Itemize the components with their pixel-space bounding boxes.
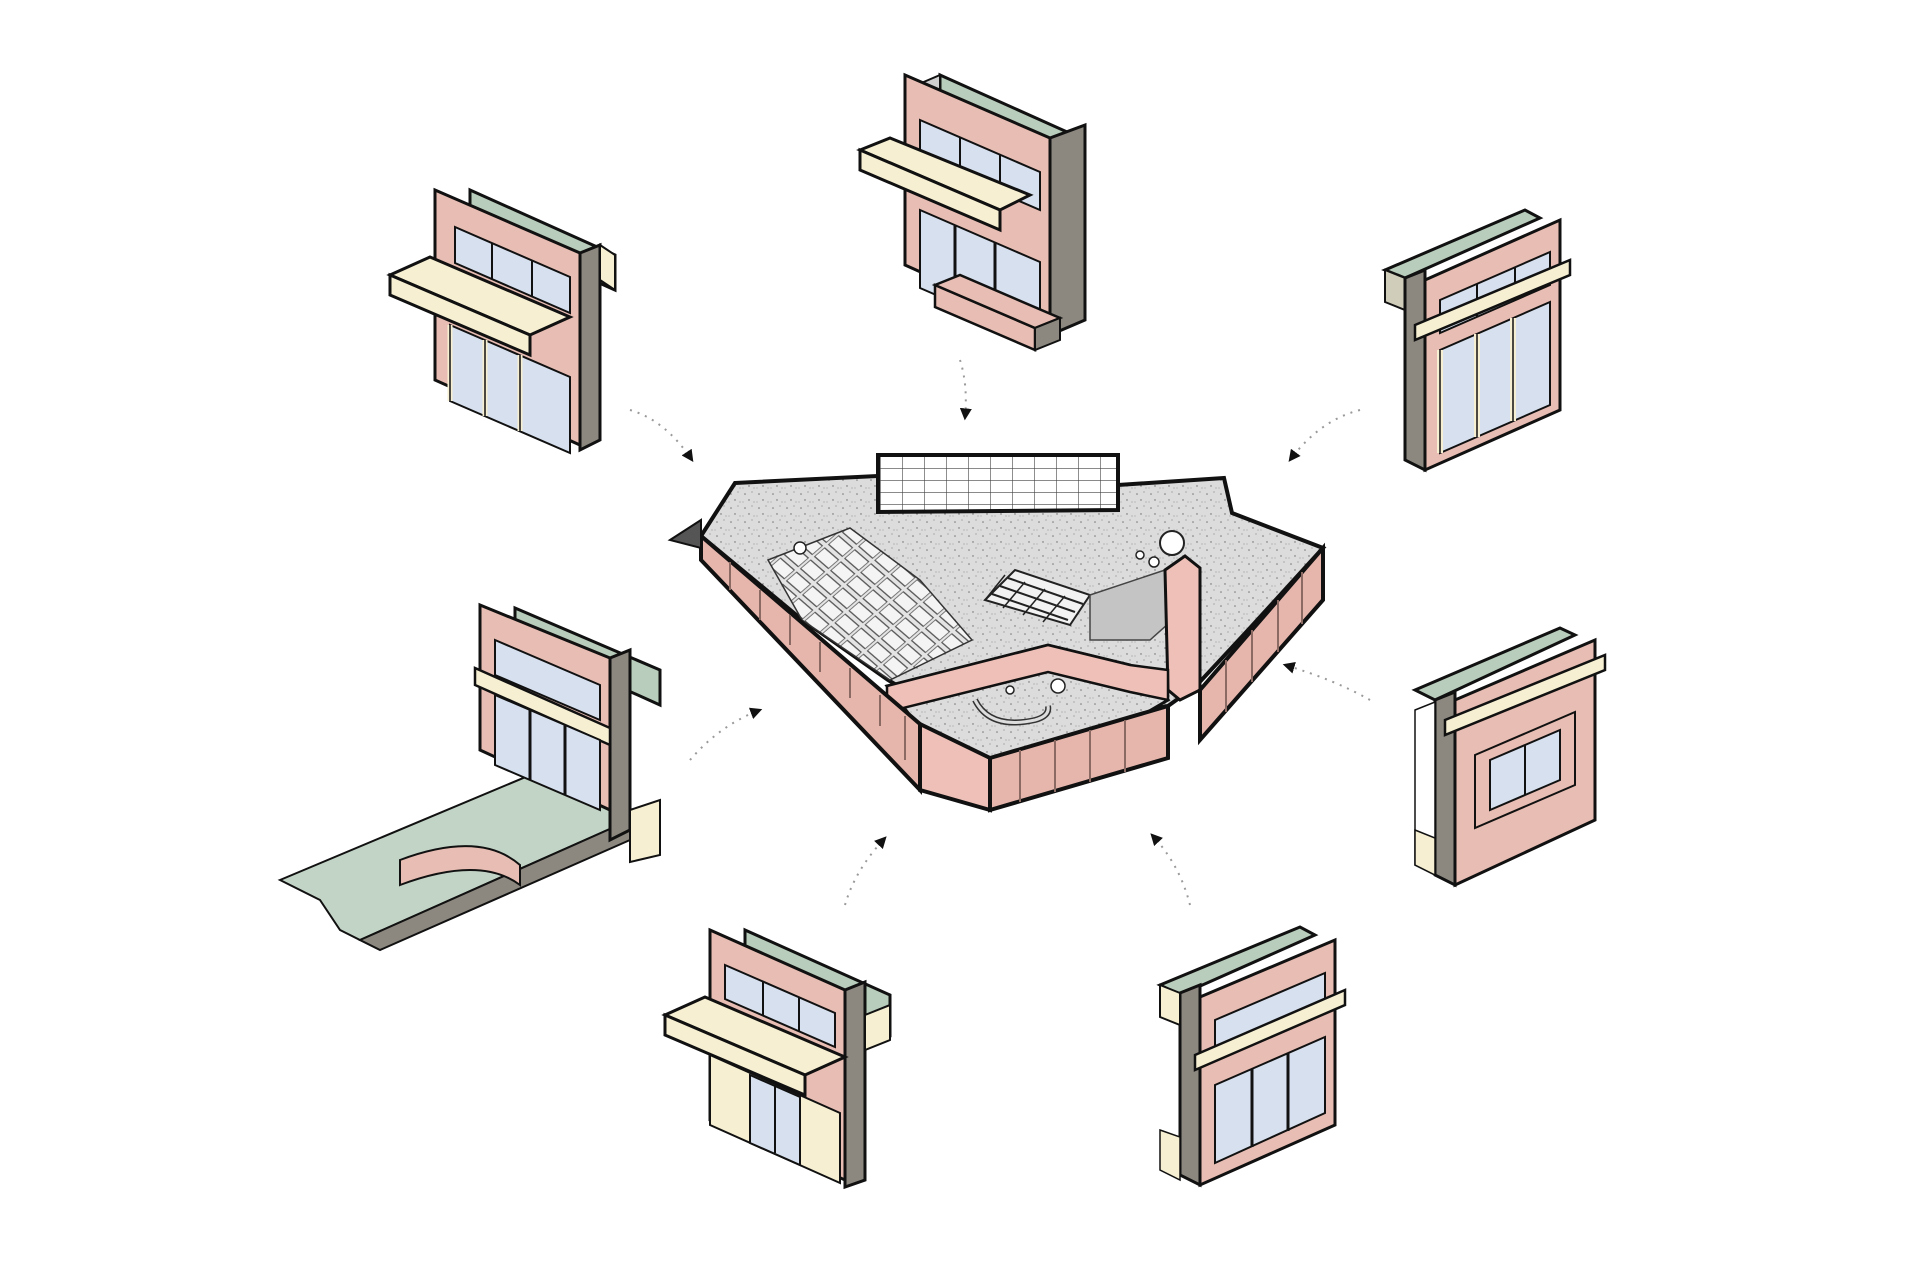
central-right-facade — [1198, 542, 1325, 746]
arrow-lower-left — [844, 836, 887, 906]
facade-module-middle-left — [277, 602, 662, 952]
central-pink-fin — [1163, 554, 1202, 702]
arrow-middle-right — [1282, 662, 1371, 701]
facade-module-upper-left — [386, 187, 617, 455]
ramp-bench — [399, 845, 521, 887]
central-courtyard-wall — [885, 643, 1170, 714]
arrow-lower-right — [1150, 833, 1191, 906]
connector-arrows — [629, 359, 1371, 906]
central-front-facade-right — [988, 703, 1170, 813]
arrow-middle-left — [689, 707, 763, 761]
arrow-upper-right — [1288, 409, 1361, 462]
facade-module-top — [856, 72, 1087, 352]
facade-module-lower-right — [1156, 925, 1347, 1188]
central-building — [667, 453, 1327, 813]
arrow-top — [959, 359, 972, 421]
central-dark-corner — [667, 518, 702, 550]
central-round-planter — [1159, 530, 1185, 556]
arrow-upper-left — [629, 409, 694, 462]
central-grey-platform — [1089, 569, 1179, 641]
facade-module-upper-right — [1381, 208, 1572, 473]
facade-module-lower-left — [661, 927, 892, 1190]
central-tiled-steps — [766, 527, 974, 681]
central-upper-band — [876, 453, 1120, 515]
facade-module-middle-right — [1411, 626, 1607, 888]
